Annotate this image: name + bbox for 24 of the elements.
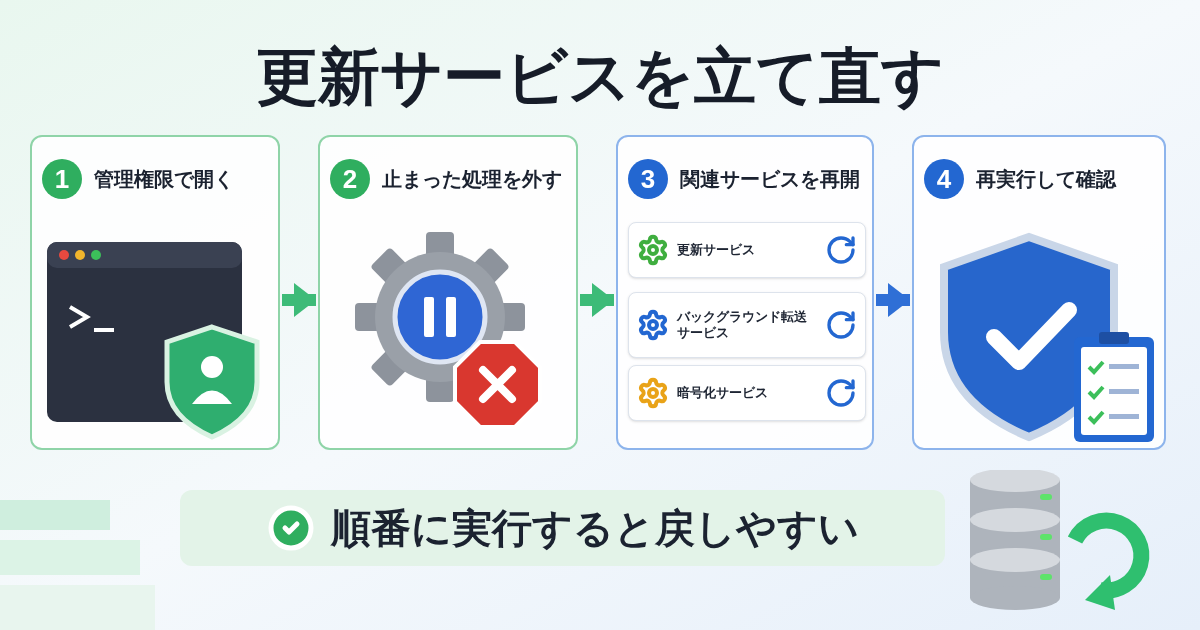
step-number: 2 [330, 159, 370, 199]
step-title: 再実行して確認 [976, 167, 1116, 192]
title: 更新サービスを立て直す [255, 41, 945, 113]
step-title: 関連サービスを再開 [680, 167, 860, 192]
arrow [282, 283, 316, 317]
summary-banner [180, 490, 945, 566]
step-title: 管理権限で開く [94, 167, 234, 192]
arrow [580, 283, 614, 317]
service-name: バックグラウンド転送サービス [677, 308, 808, 342]
step-number: 3 [628, 159, 668, 199]
service-row [628, 222, 866, 278]
service-row [628, 365, 866, 421]
arrow [876, 283, 910, 317]
service-row [628, 292, 866, 358]
step-number: 4 [924, 159, 964, 199]
step-card [318, 135, 578, 450]
step-card [30, 135, 280, 450]
service-name: 更新サービス [677, 241, 756, 259]
service-name: 暗号化サービス [677, 384, 769, 402]
summary-text: 順番に実行すると戻しやすい [330, 505, 859, 552]
step-number: 1 [42, 159, 82, 199]
step-card [912, 135, 1166, 450]
step-title: 止まった処理を外す [382, 167, 562, 192]
step-card [616, 135, 874, 450]
